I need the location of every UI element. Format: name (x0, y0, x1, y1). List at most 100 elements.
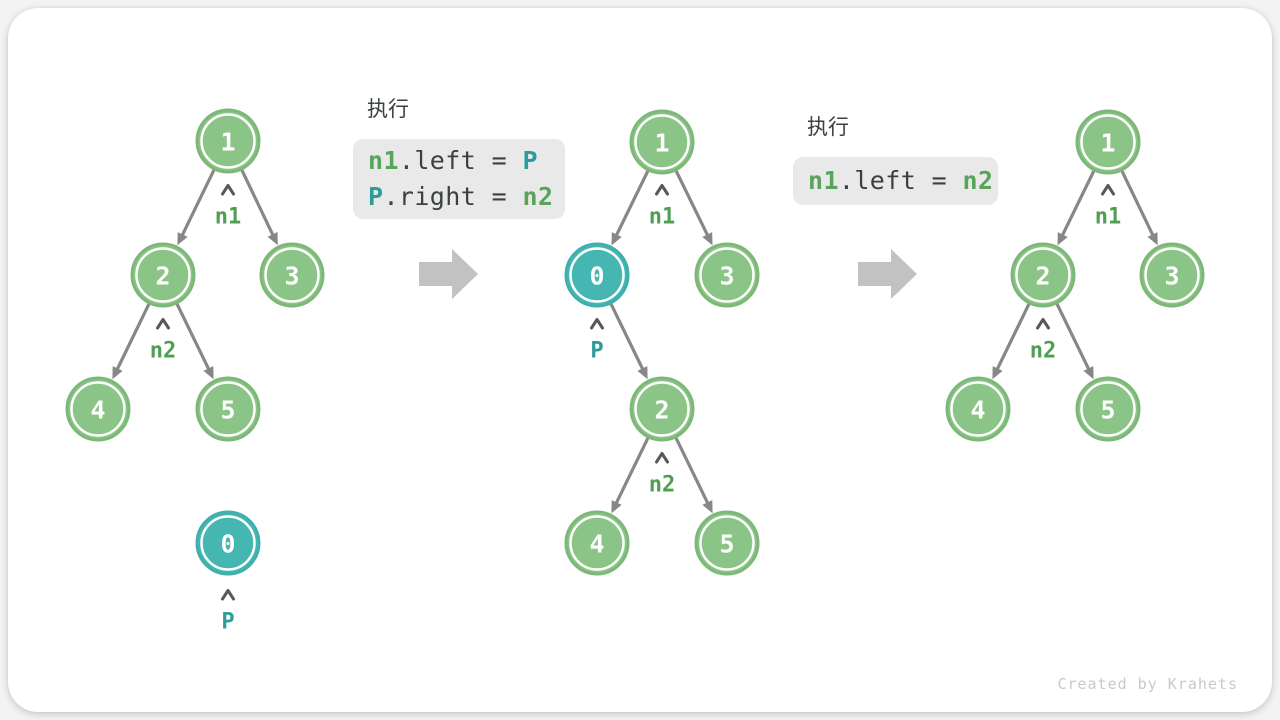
tree-edge-arrowhead (112, 366, 123, 380)
code-block-2: n1.left = n2 (793, 157, 998, 205)
code-block-title: 执行 (367, 97, 409, 121)
node-circle (564, 510, 630, 576)
tree-node-5: 5 (1075, 376, 1141, 442)
node-value: 3 (1164, 262, 1179, 291)
node-inner-ring (200, 515, 256, 571)
code-block-title: 执行 (807, 115, 849, 139)
node-value: 1 (220, 128, 235, 157)
node-circle (694, 510, 760, 576)
node-inner-ring (634, 381, 690, 437)
tree-edge (1120, 170, 1156, 239)
tree-node-4: 4 (65, 376, 131, 442)
node-value: 5 (220, 396, 235, 425)
code-line: P.right = n2 (368, 179, 565, 215)
tree-edge-arrowhead (267, 232, 278, 246)
tree-edge (114, 303, 151, 373)
node-inner-ring (950, 381, 1006, 437)
pointer-label-P: P (221, 610, 234, 635)
tree-node-2: 2 (1010, 242, 1076, 308)
tree-edge (240, 169, 276, 239)
tree-edge-arrowhead (702, 500, 713, 514)
node-circle (1075, 109, 1141, 175)
pointer-label-n2: n2 (649, 473, 676, 498)
node-circle (195, 376, 261, 442)
pointer-caret-icon (1101, 184, 1115, 196)
tree-node-4: 4 (564, 510, 630, 576)
node-circle (564, 242, 630, 308)
tree-edge (994, 303, 1031, 373)
tree-node-1: 1 (195, 108, 261, 174)
node-circle (945, 376, 1011, 442)
node-value: 0 (220, 530, 235, 559)
tree-edge-arrowhead (1147, 232, 1158, 246)
tree-node-1: 1 (1075, 109, 1141, 175)
node-inner-ring (135, 247, 191, 303)
node-inner-ring (1144, 247, 1200, 303)
pointer-caret-icon (221, 589, 235, 601)
pointer-label-n1: n1 (649, 205, 676, 230)
node-inner-ring (699, 515, 755, 571)
tree-edge-arrowhead (1083, 366, 1094, 380)
tree-edge-arrowhead (1057, 232, 1068, 246)
pointer-label-P: P (590, 339, 603, 364)
tree-node-0: 0 (564, 242, 630, 308)
node-value: 4 (90, 396, 105, 425)
node-inner-ring (569, 247, 625, 303)
node-value: 5 (719, 530, 734, 559)
pointer-label-n1: n1 (1095, 205, 1122, 230)
node-circle (1075, 376, 1141, 442)
node-circle (130, 242, 196, 308)
pointer-caret-icon (655, 184, 669, 196)
tree-edge (613, 170, 650, 239)
node-value: 3 (719, 262, 734, 291)
pointer-label-n2: n2 (1030, 339, 1057, 364)
pointer-caret-icon (1036, 318, 1050, 330)
tree-edge (674, 170, 711, 239)
code-token: P (368, 182, 384, 211)
tree-edge (175, 303, 212, 373)
node-circle (694, 242, 760, 308)
node-circle (1139, 242, 1205, 308)
tree-node-3: 3 (694, 242, 760, 308)
node-circle (1010, 242, 1076, 308)
tree-edge-arrowhead (611, 500, 622, 514)
node-value: 5 (1100, 396, 1115, 425)
tree-node-4: 4 (945, 376, 1011, 442)
node-inner-ring (699, 247, 755, 303)
tree-node-3: 3 (1139, 242, 1205, 308)
node-value: 4 (589, 530, 604, 559)
node-inner-ring (70, 381, 126, 437)
code-token: .left = (838, 166, 963, 195)
tree-node-1: 1 (629, 109, 695, 175)
code-line: n1.left = n2 (808, 163, 998, 199)
code-token: n1 (808, 166, 839, 195)
tree-node-5: 5 (195, 376, 261, 442)
tree-edge (613, 437, 650, 507)
pointer-label-n1: n1 (215, 205, 242, 230)
tree-edge (674, 437, 711, 507)
tree-edge (1055, 303, 1092, 373)
code-token: .left = (398, 146, 523, 175)
code-token: .right = (383, 182, 523, 211)
node-circle (259, 242, 325, 308)
tree-node-3: 3 (259, 242, 325, 308)
tree-node-2: 2 (130, 242, 196, 308)
tree-edge-arrowhead (177, 232, 188, 246)
node-inner-ring (634, 114, 690, 170)
node-inner-ring (200, 381, 256, 437)
footer-credit: Created by Krahets (1057, 675, 1238, 693)
node-circle (195, 108, 261, 174)
node-value: 2 (155, 262, 170, 291)
node-value: 4 (970, 396, 985, 425)
node-inner-ring (1015, 247, 1071, 303)
node-circle (195, 510, 261, 576)
node-circle (629, 109, 695, 175)
node-value: 1 (1100, 129, 1115, 158)
tree-node-0: 0 (195, 510, 261, 576)
node-inner-ring (264, 247, 320, 303)
code-line: n1.left = P (368, 143, 565, 179)
node-value: 0 (589, 262, 604, 291)
tree-edge-arrowhead (203, 366, 214, 380)
